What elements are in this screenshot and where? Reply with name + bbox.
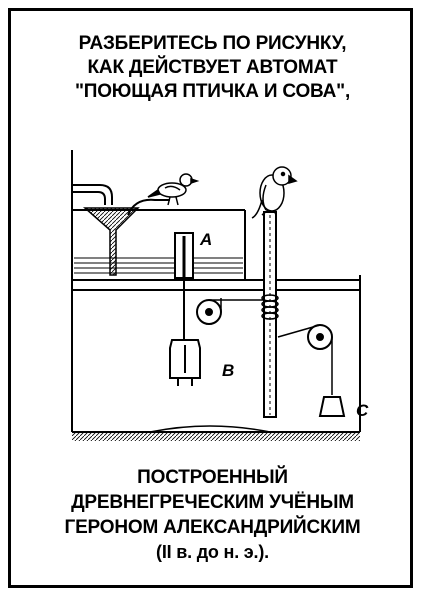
housing-bottom-hatch [72, 432, 360, 441]
rope-coil [261, 294, 279, 320]
caption-line-3: ГЕРОНОМ АЛЕКСАНДРИЙСКИМ [64, 517, 361, 538]
caption-line-2: ДРЕВНЕГРЕЧЕСКИМ УЧЁНЫМ [71, 492, 354, 513]
heading-line-3: "ПОЮЩАЯ ПТИЧКА И СОВА", [74, 81, 351, 102]
pulley-left [196, 299, 222, 325]
heading-block: РАЗБЕРИТЕСЬ ПО РИСУНКУ, КАК ДЕЙСТВУЕТ АВ… [0, 32, 425, 104]
heading-line-2: КАК ДЕЙСТВУЕТ АВТОМАТ [87, 57, 338, 78]
pulley-right [307, 324, 333, 350]
vessel-b [169, 339, 201, 386]
upper-tank [72, 209, 246, 280]
rope-to-c [277, 324, 321, 338]
caption-line-1: ПОСТРОЕННЫЙ [137, 467, 288, 488]
inlet-pipe [72, 184, 113, 205]
funnel [83, 207, 140, 276]
label-a: A [199, 230, 212, 249]
label-c: C [356, 401, 369, 420]
caption-block: ПОСТРОЕННЫЙ ДРЕВНЕГРЕЧЕСКИМ УЧЁНЫМ ГЕРОН… [0, 465, 425, 565]
caption-line-4: (II в. до н. э.). [156, 542, 269, 562]
water-surface [74, 257, 243, 274]
owl [251, 166, 298, 219]
counterweight-c [318, 396, 346, 417]
housing [71, 150, 361, 433]
poster-frame [8, 8, 413, 588]
small-bird [147, 173, 200, 206]
label-b: B [222, 361, 234, 380]
heading-line-1: РАЗБЕРИТЕСЬ ПО РИСУНКУ, [78, 33, 347, 54]
owl-rod [263, 211, 277, 418]
floor-hump [149, 425, 271, 433]
siphon-tube [127, 198, 170, 216]
float-chamber-a [174, 232, 194, 279]
